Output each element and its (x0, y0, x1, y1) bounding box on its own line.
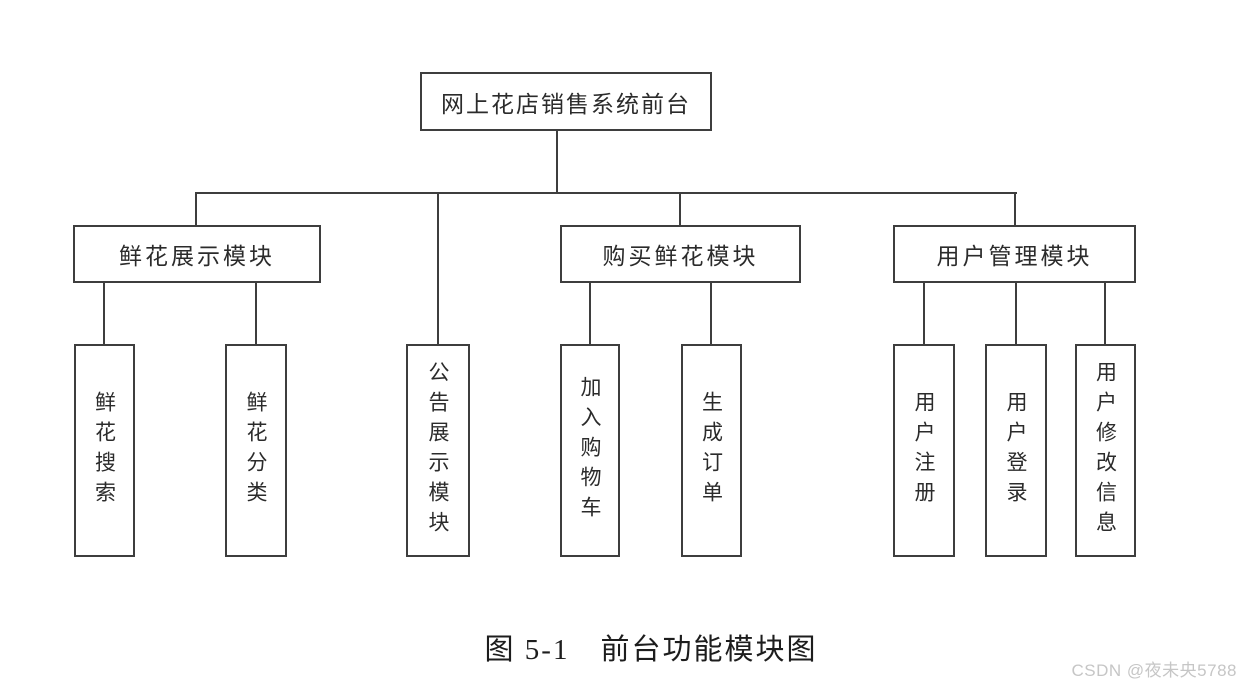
figure-caption: 图 5-1 前台功能模块图 (484, 634, 818, 666)
connector-root-drop (556, 131, 558, 194)
node-add-to-cart: 加入购物车 (560, 344, 620, 557)
node-create-order: 生成订单 (681, 344, 742, 557)
node-purchase-flower-module: 购买鲜花模块 (560, 225, 801, 283)
node-announcement-display-module: 公告展示模块 (406, 344, 470, 557)
connector-to-add-to-cart (589, 283, 591, 344)
node-user-modify-info: 用户修改信息 (1075, 344, 1136, 557)
node-flower-display-module: 鲜花展示模块 (73, 225, 321, 283)
connector-to-display-module (195, 194, 197, 225)
connector-to-purchase-module (679, 194, 681, 225)
connector-to-user-module (1014, 194, 1016, 225)
node-user-login: 用户登录 (985, 344, 1047, 557)
connector-to-flower-category (255, 283, 257, 344)
node-flower-search: 鲜花搜索 (74, 344, 135, 557)
node-user-management-module: 用户管理模块 (893, 225, 1136, 283)
connector-to-user-modify-info (1104, 283, 1106, 344)
node-root-system: 网上花店销售系统前台 (420, 72, 712, 131)
connector-to-announcement-module (437, 194, 439, 344)
connector-to-create-order (710, 283, 712, 344)
node-flower-category: 鲜花分类 (225, 344, 287, 557)
node-user-register: 用户注册 (893, 344, 955, 557)
connector-main-bus (195, 192, 1017, 194)
csdn-watermark: CSDN @夜未央5788 (1071, 661, 1237, 680)
connector-to-user-login (1015, 283, 1017, 344)
connector-to-flower-search (103, 283, 105, 344)
connector-to-user-register (923, 283, 925, 344)
